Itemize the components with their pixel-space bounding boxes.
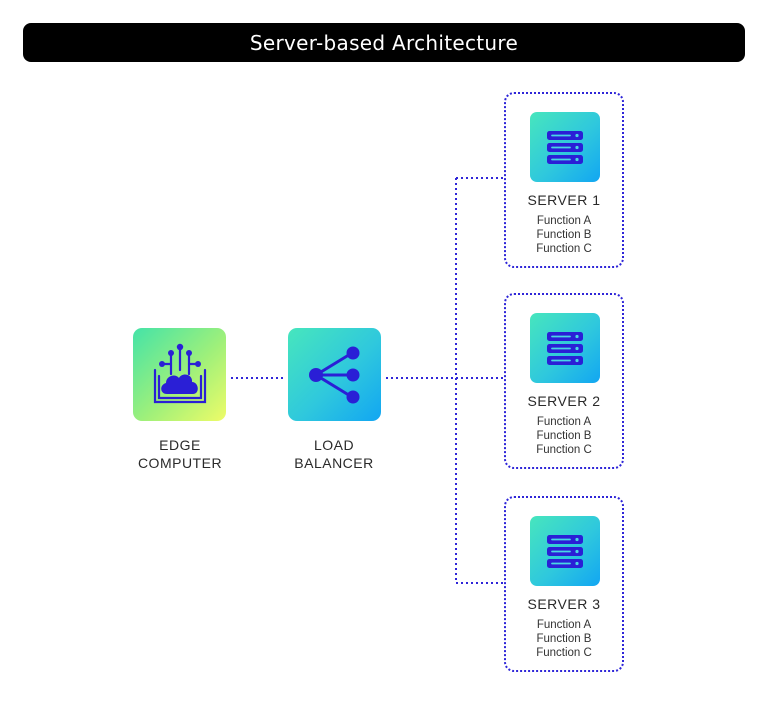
server-rack-icon — [530, 516, 600, 586]
edge-computer-node — [133, 328, 226, 421]
load-balancer-label: LOAD BALANCER — [274, 436, 394, 472]
server-function: Function C — [536, 243, 592, 255]
server-function: Function A — [536, 416, 592, 428]
server-function: Function B — [536, 430, 592, 442]
server-function: Function B — [536, 633, 592, 645]
edge-computer-label: EDGE COMPUTER — [120, 436, 240, 472]
edge-label-line1: EDGE — [159, 437, 201, 453]
load-balancer-node — [288, 328, 381, 421]
diagram-title: Server-based Architecture — [23, 23, 745, 62]
server-name: SERVER 2 — [527, 393, 601, 409]
server-name: SERVER 1 — [527, 192, 601, 208]
edge-label-line2: COMPUTER — [137, 455, 223, 471]
server-card: SERVER 2 Function A Function B Function … — [504, 293, 624, 469]
server-rack-icon — [530, 313, 600, 383]
server-card: SERVER 1 Function A Function B Function … — [504, 92, 624, 268]
lb-label-line2: BALANCER — [294, 455, 374, 471]
server-rack-icon — [530, 112, 600, 182]
server-function: Function C — [536, 444, 592, 456]
lb-label-line1: LOAD — [313, 437, 355, 453]
server-card: SERVER 3 Function A Function B Function … — [504, 496, 624, 672]
server-function: Function A — [536, 215, 592, 227]
server-function: Function A — [536, 619, 592, 631]
server-function: Function C — [536, 647, 592, 659]
cloud-network-icon — [153, 343, 206, 403]
share-icon — [308, 346, 359, 403]
server-function: Function B — [536, 229, 592, 241]
server-name: SERVER 3 — [527, 596, 601, 612]
